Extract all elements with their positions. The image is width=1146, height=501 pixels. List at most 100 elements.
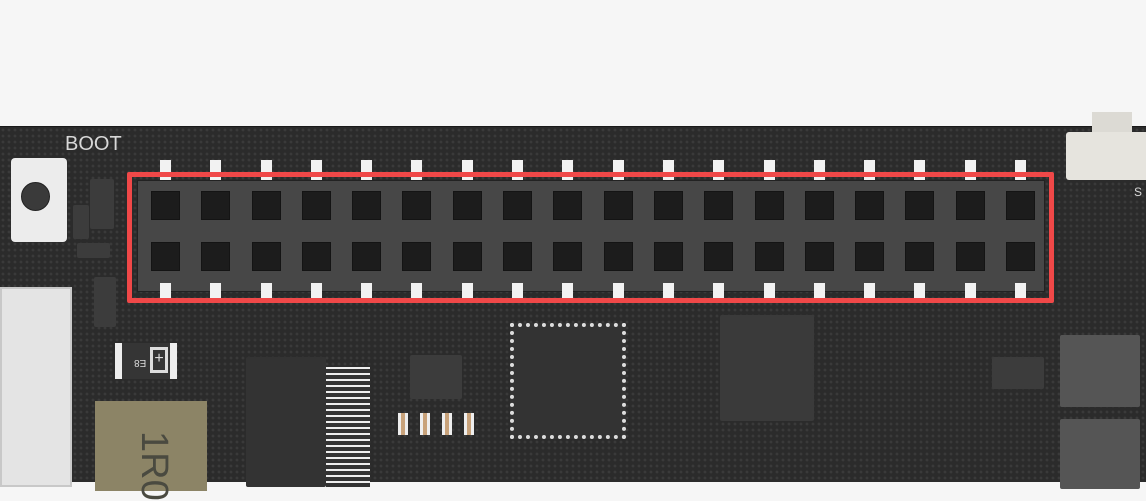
header-socket bbox=[503, 242, 533, 271]
smd-component bbox=[73, 205, 89, 239]
header-pin bbox=[411, 283, 423, 301]
ic-pins bbox=[326, 367, 370, 487]
header-pin bbox=[310, 160, 322, 180]
header-socket bbox=[603, 242, 633, 271]
header-pin bbox=[914, 160, 926, 180]
header-socket bbox=[955, 191, 985, 220]
header-pin bbox=[763, 283, 775, 301]
header-pin bbox=[562, 160, 574, 180]
header-socket bbox=[301, 242, 331, 271]
header-socket bbox=[704, 191, 734, 220]
header-pin bbox=[361, 283, 373, 301]
header-socket bbox=[503, 191, 533, 220]
header-socket bbox=[402, 191, 432, 220]
header-socket bbox=[754, 191, 784, 220]
diode-marking: E8 bbox=[134, 357, 147, 368]
header-socket bbox=[201, 191, 231, 220]
header-pin bbox=[813, 283, 825, 301]
header-pin bbox=[713, 283, 725, 301]
slide-switch[interactable] bbox=[1066, 132, 1146, 180]
header-pin bbox=[914, 283, 926, 301]
header-pin bbox=[260, 283, 272, 301]
header-socket bbox=[1006, 191, 1035, 220]
header-pin bbox=[1015, 160, 1026, 180]
header-socket bbox=[251, 242, 281, 271]
header-socket bbox=[804, 191, 834, 220]
header-socket bbox=[905, 242, 935, 271]
smd-component bbox=[992, 357, 1044, 389]
switch-knob[interactable] bbox=[1092, 112, 1132, 132]
header-pin bbox=[210, 160, 222, 180]
header-socket bbox=[804, 242, 834, 271]
smd-component bbox=[90, 179, 114, 229]
header-pin bbox=[964, 160, 976, 180]
header-pin bbox=[713, 160, 725, 180]
smd-component bbox=[77, 243, 110, 258]
header-pin bbox=[763, 160, 775, 180]
header-socket bbox=[251, 191, 281, 220]
header-pin bbox=[662, 283, 674, 301]
header-socket bbox=[603, 191, 633, 220]
header-socket bbox=[151, 242, 180, 271]
smd-component bbox=[94, 277, 116, 327]
header-pin bbox=[662, 160, 674, 180]
header-socket bbox=[905, 191, 935, 220]
header-pin bbox=[1015, 283, 1026, 301]
header-pin bbox=[512, 160, 524, 180]
switch-label: S bbox=[1134, 185, 1143, 199]
boot-label: BOOT bbox=[65, 133, 122, 155]
smd-component bbox=[410, 355, 462, 399]
header-pin bbox=[310, 283, 322, 301]
header-socket bbox=[352, 191, 382, 220]
header-pin bbox=[411, 160, 423, 180]
capacitor bbox=[464, 413, 474, 435]
soic-chip bbox=[720, 315, 814, 421]
header-socket bbox=[553, 191, 583, 220]
diode: E8 + bbox=[115, 343, 177, 379]
header-socket bbox=[1006, 242, 1035, 271]
header-socket bbox=[301, 191, 331, 220]
capacitor bbox=[398, 413, 408, 435]
header-socket bbox=[151, 191, 180, 220]
header-housing bbox=[137, 180, 1045, 292]
smd-component bbox=[1060, 335, 1140, 407]
header-pin bbox=[864, 160, 876, 180]
header-pin bbox=[562, 283, 574, 301]
highlight-box bbox=[127, 172, 1054, 303]
header-socket bbox=[653, 191, 683, 220]
inductor: 1R0 bbox=[95, 401, 207, 501]
connector-shell bbox=[0, 287, 72, 487]
header-pin bbox=[160, 283, 171, 301]
header-pin bbox=[512, 283, 524, 301]
header-pin bbox=[260, 160, 272, 180]
header-pin bbox=[612, 160, 624, 180]
header-pin bbox=[461, 160, 473, 180]
capacitor bbox=[420, 413, 430, 435]
header-socket bbox=[653, 242, 683, 271]
header-socket bbox=[855, 242, 885, 271]
header-socket bbox=[452, 242, 482, 271]
header-socket bbox=[553, 242, 583, 271]
header-pin bbox=[612, 283, 624, 301]
polarity-plus-icon: + bbox=[150, 347, 168, 373]
header-pin bbox=[160, 160, 171, 180]
header-pin bbox=[813, 160, 825, 180]
capacitor bbox=[442, 413, 452, 435]
inductor-marking: 1R0 bbox=[133, 431, 175, 501]
boot-button[interactable] bbox=[11, 158, 67, 242]
header-socket bbox=[352, 242, 382, 271]
header-socket bbox=[402, 242, 432, 271]
header-socket bbox=[704, 242, 734, 271]
ic-chip bbox=[246, 357, 326, 487]
header-socket bbox=[201, 242, 231, 271]
header-pin bbox=[210, 283, 222, 301]
boot-button-cap[interactable] bbox=[21, 182, 50, 211]
header-socket bbox=[754, 242, 784, 271]
header-pin bbox=[461, 283, 473, 301]
header-socket bbox=[955, 242, 985, 271]
header-socket bbox=[855, 191, 885, 220]
header-pin bbox=[864, 283, 876, 301]
smd-component bbox=[1060, 419, 1140, 489]
qfn-chip bbox=[510, 323, 626, 439]
header-pin bbox=[361, 160, 373, 180]
